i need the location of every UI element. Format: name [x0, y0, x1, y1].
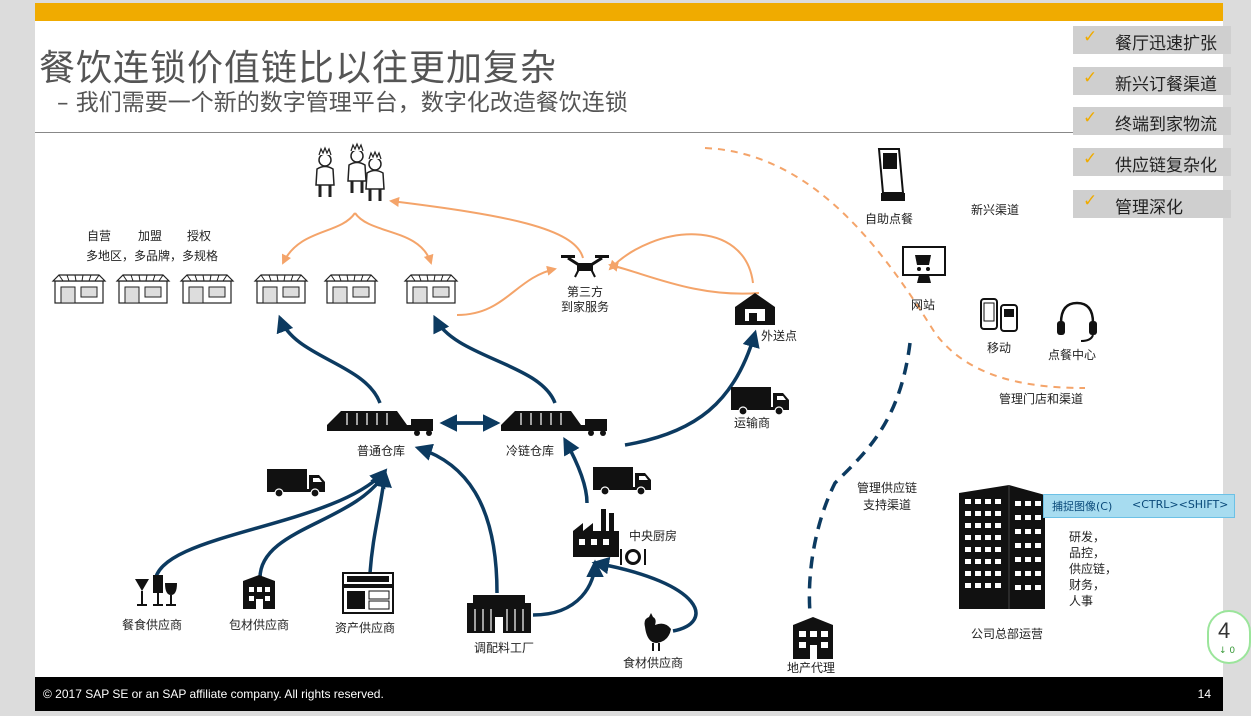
label-seasoning-factory: 调配料工厂: [473, 641, 535, 655]
store-icon: [116, 274, 170, 304]
label-manage-stores: 管理门店和渠道: [998, 392, 1084, 406]
label-support-2: 支持渠道: [862, 498, 912, 512]
check-icon: ✓: [1083, 27, 1098, 47]
checklist-item-channels: ✓ 新兴订餐渠道: [1073, 67, 1231, 95]
label-cold-warehouse: 冷链仓库: [505, 444, 555, 458]
label-catering-supplier: 餐食供应商: [121, 618, 183, 632]
top-accent-bar: [35, 3, 1223, 21]
store-icon: [324, 274, 378, 304]
capture-shortcut: <CTRL><SHIFT>: [1132, 498, 1229, 511]
store-icon: [52, 274, 106, 304]
chicken-icon: [644, 613, 671, 651]
store-icon: [404, 274, 458, 304]
customers-icon: [314, 142, 386, 203]
cold-warehouse-icon: [500, 410, 608, 437]
catering-supplier-icon: [135, 575, 177, 606]
check-icon: ✓: [1083, 108, 1098, 128]
floating-badge[interactable]: 4 ↓ 0: [1207, 610, 1251, 664]
label-store-desc: 多地区，多品牌，多规格: [85, 249, 219, 263]
asset-supplier-icon: [342, 572, 394, 614]
label-real-estate: 地产代理: [786, 661, 836, 675]
website-icon: [902, 246, 946, 283]
label-delivery-point: 外送点: [761, 329, 798, 343]
checklist-item-expansion: ✓ 餐厅迅速扩张: [1073, 26, 1231, 54]
slide-subtitle: – 我们需要一个新的数字管理平台，数字化改造餐饮连锁: [57, 90, 628, 116]
page-number: 14: [1197, 687, 1211, 701]
label-licensed: 授权: [186, 229, 212, 243]
hq-function-rd: 研发，: [1069, 530, 1106, 544]
real-estate-icon: [793, 617, 833, 659]
hq-building-icon: [959, 485, 1045, 609]
hq-function-finance: 财务，: [1069, 578, 1106, 592]
kiosk-icon: [877, 148, 905, 201]
orange-flows: [282, 147, 1086, 389]
hq-function-hr: 人事: [1069, 594, 1094, 608]
label-support-1: 管理供应链: [856, 481, 918, 495]
label-new-channels: 新兴渠道: [970, 203, 1020, 217]
central-kitchen-icon: [573, 509, 619, 557]
general-warehouse-icon: [326, 410, 434, 437]
badge-value: 4: [1218, 618, 1231, 643]
label-call-center: 点餐中心: [1047, 348, 1097, 362]
label-website: 网站: [910, 298, 936, 312]
label-self-operated: 自营: [86, 229, 112, 243]
delivery-point-icon: [735, 293, 775, 325]
label-packaging-supplier: 包材供应商: [228, 618, 290, 632]
label-carrier: 运输商: [733, 416, 771, 430]
capture-image-tooltip[interactable]: 捕捉图像(C) <CTRL><SHIFT>: [1043, 494, 1235, 518]
copyright-text: © 2017 SAP SE or an SAP affiliate compan…: [43, 687, 384, 701]
badge-sub: ↓ 0: [1219, 646, 1236, 656]
truck-icon: [266, 468, 326, 498]
packaging-supplier-icon: [243, 575, 275, 609]
checklist-item-management: ✓ 管理深化: [1073, 190, 1231, 218]
label-hq: 公司总部运营: [970, 627, 1044, 641]
label-third-party-2: 到家服务: [560, 300, 610, 314]
drone-icon: [561, 255, 609, 278]
stores-group: [52, 274, 458, 304]
label-franchise: 加盟: [137, 229, 163, 243]
checklist-item-supply-chain: ✓ 供应链复杂化: [1073, 148, 1231, 176]
hq-function-qc: 品控，: [1069, 546, 1106, 560]
supply-flows: [153, 314, 912, 633]
footer-bar: © 2017 SAP SE or an SAP affiliate compan…: [35, 677, 1223, 711]
dish-icon: [620, 549, 646, 565]
title-divider: [35, 132, 1075, 133]
value-chain-diagram: [52, 142, 1097, 659]
label-mobile: 移动: [986, 341, 1012, 355]
hq-function-supply: 供应链，: [1069, 562, 1118, 576]
check-icon: ✓: [1083, 191, 1098, 211]
label-food-supplier: 食材供应商: [622, 656, 684, 670]
checklist-item-logistics: ✓ 终端到家物流: [1073, 107, 1231, 135]
slide: 餐饮连锁价值链比以往更加复杂 – 我们需要一个新的数字管理平台，数字化改造餐饮连…: [35, 3, 1223, 711]
store-icon: [180, 274, 234, 304]
store-icon: [254, 274, 308, 304]
label-third-party-1: 第三方: [566, 285, 604, 299]
label-general-warehouse: 普通仓库: [356, 444, 406, 458]
truck-icon: [592, 466, 652, 496]
headset-icon: [1057, 301, 1097, 342]
seasoning-factory-icon: [467, 595, 531, 633]
capture-label: 捕捉图像(C): [1052, 500, 1113, 513]
label-kiosk: 自助点餐: [864, 212, 914, 226]
label-asset-supplier: 资产供应商: [334, 621, 396, 635]
check-icon: ✓: [1083, 68, 1098, 88]
check-icon: ✓: [1083, 149, 1098, 169]
carrier-truck-icon: [730, 386, 790, 416]
label-central-kitchen: 中央厨房: [629, 529, 678, 543]
slide-title: 餐饮连锁价值链比以往更加复杂: [39, 48, 558, 89]
mobile-icon: [980, 298, 1018, 332]
